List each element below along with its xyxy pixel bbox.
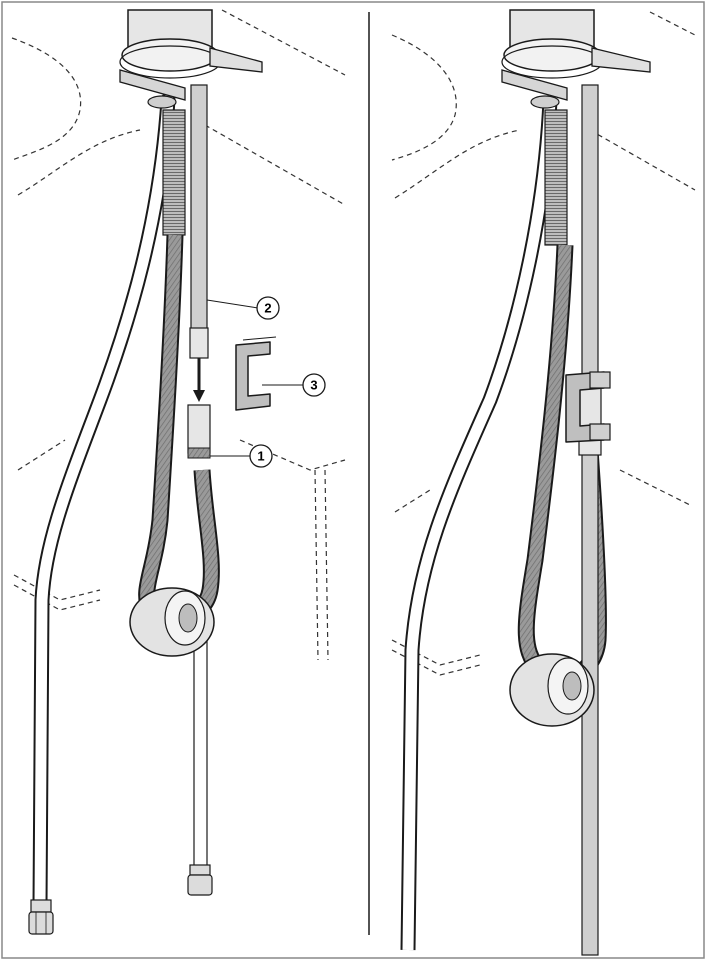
right-hose-weight (509, 653, 595, 727)
right-supply-hose (402, 99, 556, 951)
direction-arrow-head (193, 390, 205, 402)
left-threaded-shank (162, 109, 186, 236)
right-panel-after (391, 9, 696, 956)
left-loose-clip (235, 336, 277, 411)
left-supply-nut (28, 899, 54, 935)
right-supply-hose-outline (400, 99, 558, 951)
callout-one: 1 (249, 444, 273, 468)
callout-two: 2 (256, 296, 280, 320)
callout-three: 3 (302, 373, 326, 397)
left-hose-weight (129, 587, 215, 657)
right-faucet-base (501, 9, 651, 109)
left-connector-female (187, 404, 211, 454)
left-lower-rod (193, 629, 208, 871)
left-dashed-outlines (11, 9, 346, 661)
callout-two-label: 2 (264, 301, 271, 316)
left-spray-hose-upper (190, 84, 208, 331)
left-supply-hose (34, 94, 174, 911)
callout-one-label: 1 (257, 449, 264, 464)
callout-two-leader (206, 299, 259, 309)
left-connector-ferrule (187, 447, 211, 459)
left-panel-before (11, 9, 346, 935)
right-threaded-shank (544, 109, 568, 246)
left-rod-nut (187, 864, 213, 896)
right-installed-clip (565, 371, 611, 443)
right-connector (578, 379, 602, 456)
callout-three-label: 3 (310, 378, 317, 393)
left-faucet-base (119, 9, 263, 109)
left-connector-male (189, 327, 209, 359)
right-spray-hose (581, 84, 599, 956)
